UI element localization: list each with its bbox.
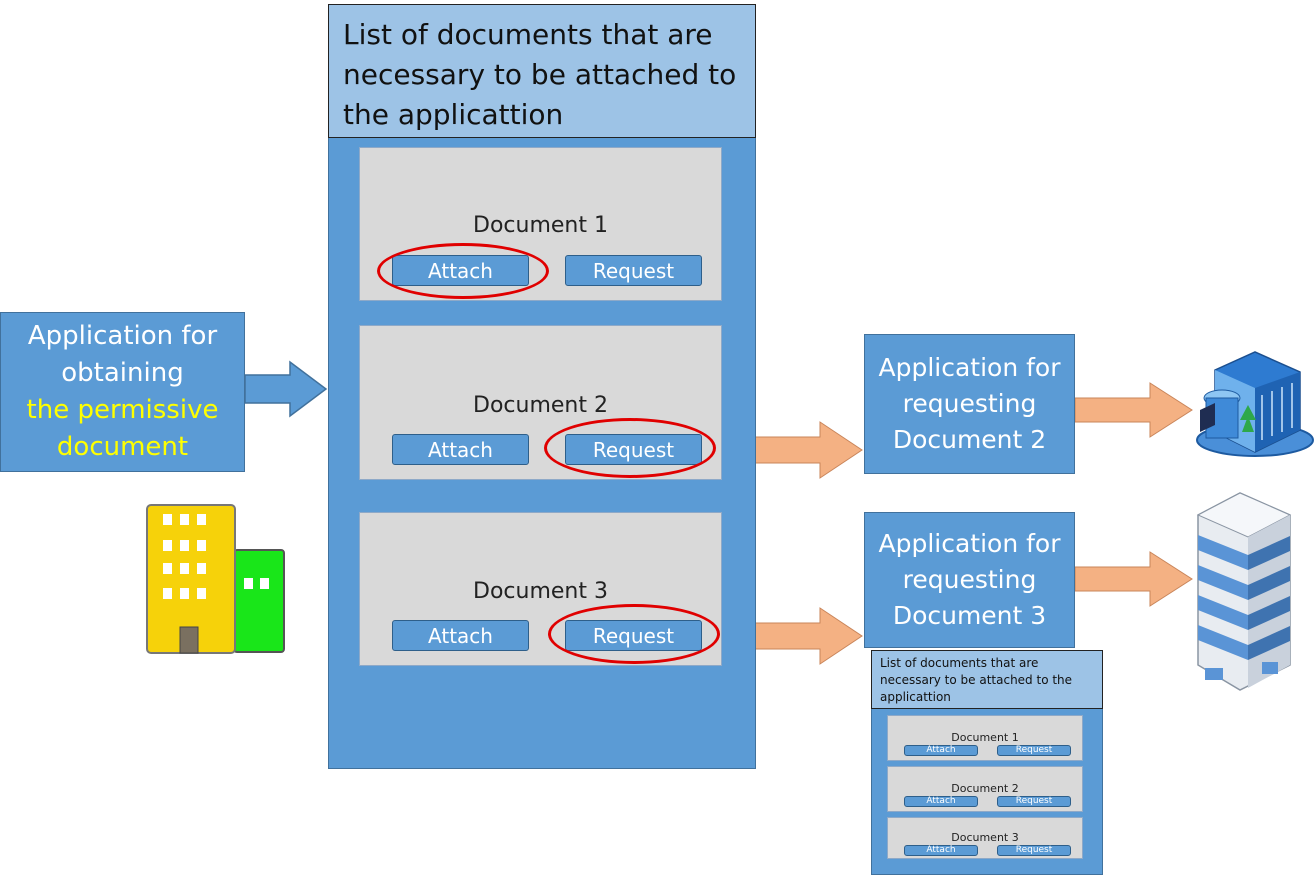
mini-document-name-3: Document 3 xyxy=(951,830,1019,844)
highlight-oval-request-2 xyxy=(544,418,716,478)
request-3-line1: Application for xyxy=(878,529,1061,558)
blue-arrow xyxy=(244,360,328,418)
request-document-3-box: Application for requesting Document 3 xyxy=(864,512,1075,648)
request-2-line3: Document 2 xyxy=(892,425,1047,454)
mini-attach-button-1[interactable]: Attach xyxy=(904,745,978,756)
request-document-2-box: Application for requesting Document 2 xyxy=(864,334,1075,474)
main-list-header: List of documents that are necessary to … xyxy=(328,4,756,138)
highlight-oval-request-3 xyxy=(548,604,720,664)
mini-attach-button-2[interactable]: Attach xyxy=(904,796,978,807)
mini-request-button-3[interactable]: Request xyxy=(997,845,1071,856)
attach-button-2[interactable]: Attach xyxy=(392,434,529,465)
application-obtaining-box: Application for obtaining the permissive… xyxy=(0,312,245,472)
mini-request-button-2[interactable]: Request xyxy=(997,796,1071,807)
mini-list-header: List of documents that are necessary to … xyxy=(871,650,1103,709)
request-3-line2: requesting xyxy=(902,565,1037,594)
request-2-line1: Application for xyxy=(878,353,1061,382)
mini-attach-button-3[interactable]: Attach xyxy=(904,845,978,856)
mini-document-name-2: Document 2 xyxy=(951,781,1019,795)
application-obtaining-line1: Application for xyxy=(27,321,218,351)
highlight-oval-attach-1 xyxy=(377,243,549,299)
request-2-line2: requesting xyxy=(902,389,1037,418)
main-list-title: List of documents that are necessary to … xyxy=(343,18,737,131)
document-name-2: Document 2 xyxy=(473,392,608,418)
attach-button-3[interactable]: Attach xyxy=(392,620,529,651)
application-obtaining-line3: the permissive xyxy=(26,395,219,425)
application-obtaining-line2: obtaining xyxy=(61,358,184,388)
document-name-1: Document 1 xyxy=(473,212,608,238)
request-3-line3: Document 3 xyxy=(892,601,1047,630)
mini-document-name-1: Document 1 xyxy=(951,730,1019,744)
orange-arrow-building2 xyxy=(1074,382,1193,438)
request-button-1[interactable]: Request xyxy=(565,255,702,286)
mini-list-title: List of documents that are necessary to … xyxy=(880,656,1073,704)
document-name-3: Document 3 xyxy=(473,578,608,604)
orange-arrow-building3 xyxy=(1074,551,1193,607)
application-obtaining-line4: document xyxy=(56,432,189,462)
mini-request-button-1[interactable]: Request xyxy=(997,745,1071,756)
